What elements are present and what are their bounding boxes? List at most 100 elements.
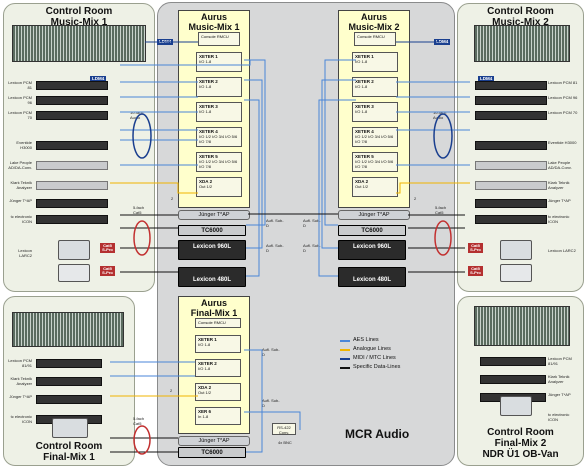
- module-io: Out 1/2: [198, 390, 212, 395]
- device-label: Lexicon PCM 96: [8, 95, 32, 105]
- module-name: XDA 2: [198, 385, 212, 390]
- module-io: I/O 1/2 I/O 3/4 I/O 5/6 I/O 7/8: [355, 134, 394, 144]
- junger-tap-music-mix-2: Jünger T*AP: [338, 210, 410, 220]
- device-label: Jünger T*AP: [548, 198, 571, 203]
- device-label: Jünger T*AP: [548, 392, 571, 397]
- cat5-bundle-label: 5-fach Cat5: [133, 205, 145, 215]
- module-name: XETER 4: [355, 129, 374, 134]
- module-name: XDA 2: [355, 179, 369, 184]
- module-name: XETER 1: [199, 54, 218, 59]
- device-label: Lake People AD/DA-Conv.: [8, 160, 32, 170]
- legend-label: Analogue Lines: [353, 346, 391, 352]
- rack-device: [475, 81, 547, 90]
- module-name: XER 6: [198, 409, 212, 414]
- mixing-console-final-2: [474, 306, 570, 346]
- rack-device: [475, 215, 547, 224]
- device-label: Lexicon PCM 81/91: [548, 356, 572, 366]
- module-name: XETER 3: [199, 104, 218, 109]
- rack-device: [36, 199, 108, 208]
- device-label: Lake People AD/DA-Conv.: [548, 160, 572, 170]
- module-io: In 1-8: [198, 414, 209, 419]
- device-label: tc electronic ICON: [10, 414, 32, 424]
- rack-device: [36, 181, 108, 190]
- device-label: Klark Teknik Analyzer: [10, 180, 33, 190]
- module-io: I/O 1-8: [199, 59, 212, 64]
- tc6000-device: TC6000: [338, 225, 406, 236]
- rack-device: [475, 161, 547, 170]
- module-io: Out 1/2: [355, 184, 369, 189]
- ldm4-tag: LDM4: [434, 39, 451, 45]
- device-label: Lexicon PCM 81: [8, 80, 32, 90]
- audio-bundle-label: 10-fach Audio: [433, 110, 447, 120]
- console-rmcu-box: Console RMCU: [198, 32, 240, 46]
- mcr-audio-label: MCR Audio: [345, 427, 410, 441]
- ldm4-tag: LDM4: [157, 39, 174, 45]
- cable-count: 2: [171, 196, 174, 201]
- device-label: Eventide H3000: [16, 140, 32, 150]
- module-io: I/O 1/2 I/O 3/4 I/O 5/6 I/O 7/8: [199, 134, 238, 144]
- legend-swatch: [340, 358, 350, 360]
- module-name: XETER 1: [355, 54, 374, 59]
- laptop-icon: [58, 264, 90, 282]
- rack-device: [36, 81, 108, 90]
- module-name: XETER 4: [199, 129, 218, 134]
- legend-item: Specific Data-Lines: [340, 363, 400, 372]
- legend-swatch: [340, 367, 350, 369]
- ldm4-tag: LDM4: [478, 76, 495, 82]
- device-label: Klark Teknik Analyzer: [548, 374, 570, 384]
- rack-device: [36, 359, 102, 368]
- aufl-subd-label: Aufl. Sub-D: [303, 218, 321, 228]
- device-label: Lexicon PCM 96: [548, 95, 578, 100]
- lexicon-960l-device: Lexicon 960L: [178, 240, 246, 260]
- module-io: I/O 1-8: [198, 342, 211, 347]
- device-label: Klark Teknik Analyzer: [548, 180, 570, 190]
- module-io: I/O 1/2 I/O 3/4 I/O 5/6 I/O 7/8: [199, 159, 238, 169]
- module-io: I/O 1/2 I/O 3/4 I/O 5/6 I/O 7/8: [355, 159, 394, 169]
- bnc-label: 4x BNC: [278, 440, 292, 445]
- aufl-subd-label: Aufl. Sub-D: [262, 398, 280, 408]
- rack-device: [475, 141, 547, 150]
- module-name: XETER 2: [355, 79, 374, 84]
- module-io: I/O 1-8: [355, 84, 368, 89]
- module-io: I/O 1-8: [355, 59, 368, 64]
- device-label: Jünger T*AP: [9, 394, 32, 399]
- rack-device: [475, 199, 547, 208]
- rack-device: [36, 377, 102, 386]
- lexicon-480l-device: Lexicon 480L: [338, 267, 406, 287]
- rack-device: [475, 181, 547, 190]
- mixing-console-1: [12, 25, 146, 62]
- cat5-sender-box: Cat5 S-Pro: [100, 266, 115, 276]
- module-name: XETER 2: [199, 79, 218, 84]
- rack-device: [36, 141, 108, 150]
- laptop-icon: [500, 264, 532, 282]
- legend-item: MIDI / MTC Lines: [340, 354, 400, 363]
- device-label: tc electronic ICON: [548, 214, 570, 224]
- tc6000-device: TC6000: [178, 225, 246, 236]
- module-name: XETER 2: [198, 361, 217, 366]
- junger-tap-final-mix-1: Jünger T*AP: [178, 436, 250, 446]
- laptop-icon: [52, 418, 88, 438]
- rack-device: [36, 96, 108, 105]
- aufl-subd-label: Aufl. Sub-D: [262, 347, 280, 357]
- legend-item: AES Lines: [340, 336, 400, 345]
- device-label: Klark Teknik Analyzer: [10, 376, 33, 386]
- device-label: Lexicon LARC2: [548, 248, 576, 253]
- module-name: XETER 5: [355, 154, 374, 159]
- device-label: tc electronic ICON: [10, 214, 32, 224]
- console-rmcu-box: Console RMCU: [195, 318, 241, 328]
- aufl-subd-label: Aufl. Sub-D: [266, 243, 284, 253]
- module-name: XDA 2: [199, 179, 213, 184]
- cat5-bundle-ellipse: [133, 425, 151, 455]
